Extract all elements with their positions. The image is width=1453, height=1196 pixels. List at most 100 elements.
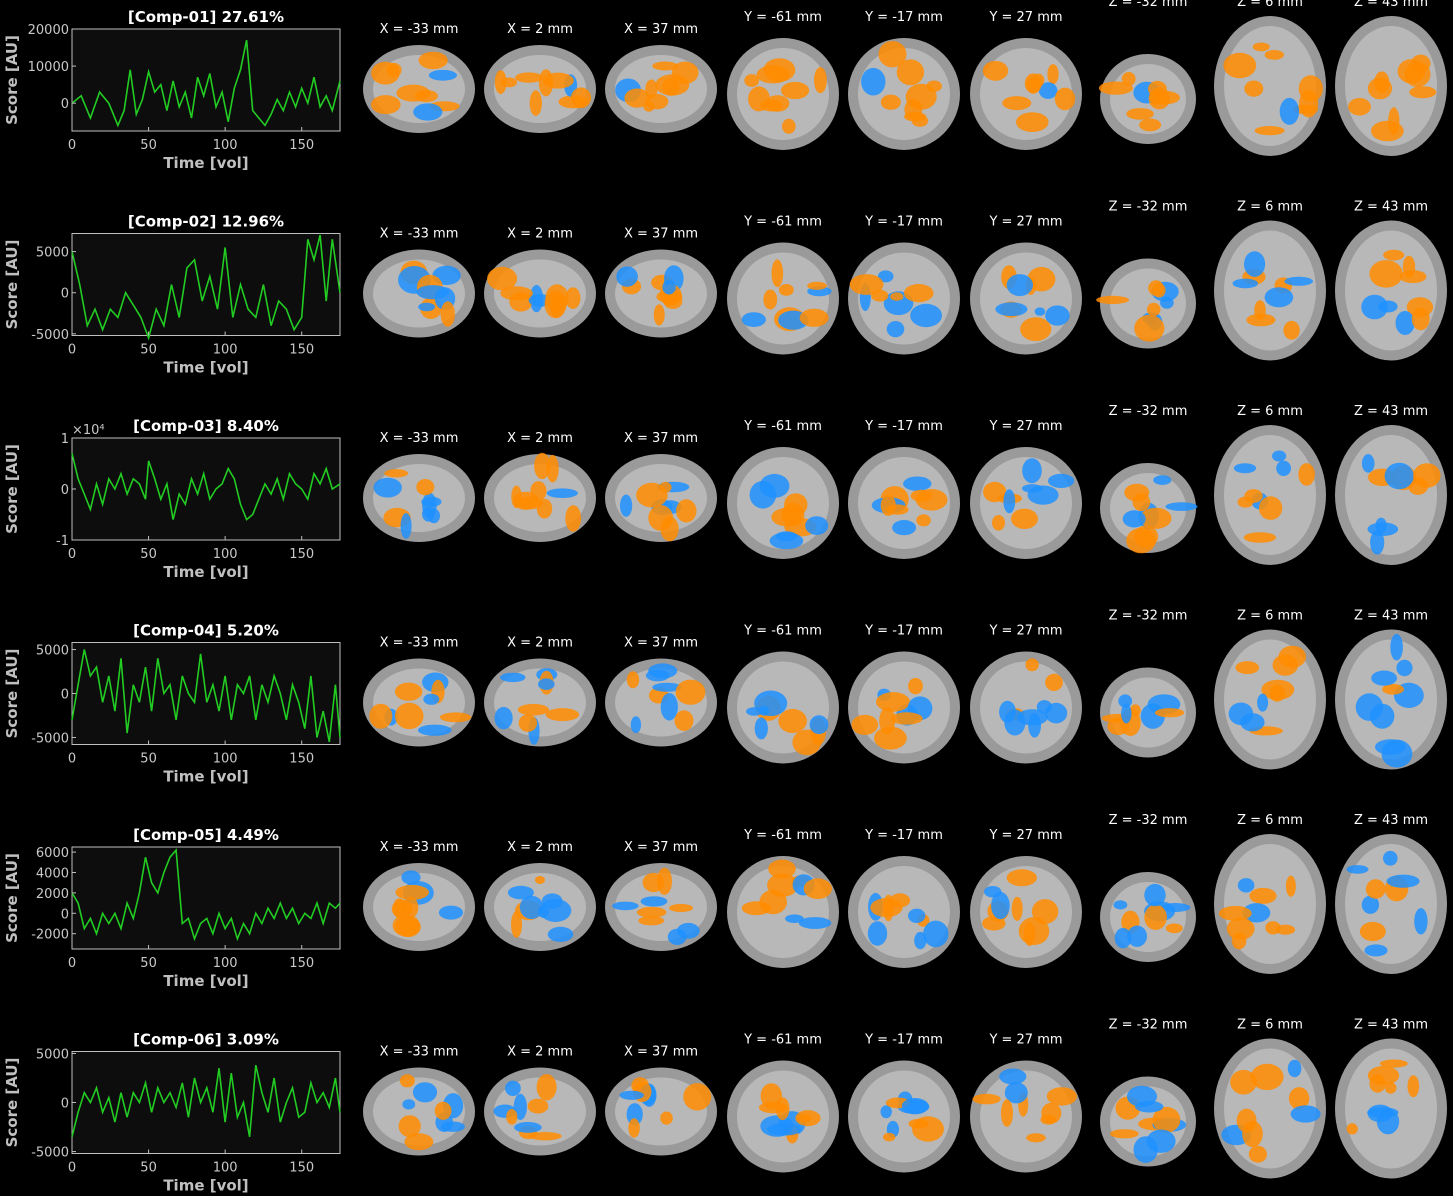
activation-blob-positive: [624, 88, 650, 108]
x-tick-label: 0: [68, 956, 76, 971]
activation-blob-positive: [1226, 917, 1255, 940]
activation-blob-positive: [535, 876, 545, 884]
activation-blob-positive: [1149, 90, 1180, 105]
activation-blob-positive: [744, 74, 760, 87]
activation-blob-positive: [1369, 260, 1403, 288]
activation-blob-positive: [534, 452, 551, 480]
activation-blob-positive: [880, 94, 901, 110]
activation-blob-positive: [771, 259, 784, 288]
slice-label: X = 37 mm: [624, 1045, 698, 1060]
component-title: [Comp-01] 27.61%: [128, 8, 284, 26]
slice-label: Y = -17 mm: [864, 10, 943, 25]
activation-blob-negative: [877, 270, 894, 283]
activation-blob-positive: [1237, 496, 1254, 508]
activation-blob-positive: [1046, 1087, 1077, 1106]
component-title: [Comp-06] 3.09%: [133, 1031, 279, 1049]
brain-slice-image: [363, 863, 475, 951]
slice-label: X = 2 mm: [507, 840, 573, 855]
brain-slice-image: [848, 856, 960, 968]
activation-blob-negative: [640, 896, 668, 907]
activation-blob-positive: [1121, 72, 1136, 86]
activation-blob-positive: [982, 60, 1009, 81]
brain-slice-image: [1214, 834, 1326, 974]
brain-slice-image: [727, 1060, 839, 1173]
slice-label: Y = -17 mm: [864, 419, 943, 434]
activation-blob-positive: [1278, 645, 1307, 668]
activation-blob-negative: [1371, 670, 1397, 686]
slice-label: Y = -61 mm: [743, 828, 822, 843]
x-tick-label: 100: [213, 138, 238, 153]
brain-slice-image: [1335, 425, 1447, 565]
brain-slice-image: [1100, 1076, 1196, 1167]
activation-blob-positive: [1148, 280, 1164, 296]
timecourse-line: [71, 453, 341, 521]
brain-slice-image: [727, 242, 839, 355]
x-axis-label: Time [vol]: [163, 359, 248, 377]
activation-blob-positive: [636, 906, 667, 918]
activation-blob-positive: [648, 505, 674, 531]
activation-blob-negative: [1390, 633, 1403, 661]
activation-blob-negative: [1367, 522, 1399, 536]
activation-blob-positive: [675, 679, 706, 705]
slice-label: Y = 27 mm: [988, 828, 1062, 843]
activation-blob-positive: [768, 859, 796, 879]
slice-label: Z = 43 mm: [1354, 0, 1428, 10]
activation-blob-negative: [1122, 510, 1146, 528]
brain-slice-image: [848, 38, 960, 150]
activation-blob-positive: [1110, 1129, 1139, 1139]
activation-blob-negative: [423, 693, 440, 705]
activation-blob-positive: [529, 90, 542, 116]
activation-blob-positive: [536, 1074, 557, 1101]
x-tick-label: 150: [289, 1161, 314, 1176]
activation-blob-positive: [544, 290, 567, 319]
activation-blob-positive: [1134, 314, 1165, 342]
activation-blob-positive: [878, 41, 907, 68]
activation-blob-positive: [814, 67, 827, 94]
activation-blob-positive: [1409, 86, 1437, 99]
brain-slice-image: [848, 242, 960, 355]
activation-blob-negative: [412, 1082, 438, 1103]
y-tick-label: 1: [61, 432, 69, 447]
activation-blob-positive: [1047, 64, 1059, 85]
x-tick-label: 50: [140, 138, 157, 153]
brain-slice-image: [848, 651, 960, 764]
activation-blob-positive: [767, 873, 799, 897]
activation-blob-negative: [400, 513, 412, 539]
x-tick-label: 0: [68, 343, 76, 358]
activation-blob-negative: [923, 920, 949, 948]
brain-slice-image: [1214, 629, 1326, 770]
component-title: [Comp-05] 4.49%: [133, 826, 279, 844]
activation-blob-positive: [416, 479, 435, 496]
activation-blob-negative: [1276, 460, 1291, 476]
brain-slice-image: [484, 863, 596, 951]
activation-blob-positive: [1346, 1123, 1358, 1135]
slice-label: X = 2 mm: [507, 636, 573, 651]
activation-blob-negative: [1114, 927, 1132, 949]
x-tick-label: 50: [140, 752, 157, 767]
brain-slice-image: [1214, 16, 1326, 156]
activation-blob-negative: [539, 899, 572, 922]
activation-blob-negative: [438, 905, 464, 920]
brain-slice-image: [484, 249, 596, 338]
activation-blob-negative: [1346, 865, 1369, 874]
y-tick-label: -2000: [31, 928, 69, 943]
activation-blob-negative: [616, 266, 638, 287]
activation-blob-positive: [1139, 507, 1172, 529]
slice-label: Y = 27 mm: [988, 419, 1062, 434]
activation-blob-negative: [1257, 693, 1269, 712]
slice-label: Y = 27 mm: [988, 10, 1062, 25]
activation-blob-positive: [516, 496, 543, 510]
activation-blob-positive: [1027, 267, 1056, 292]
x-axis-label: Time [vol]: [163, 972, 248, 990]
activation-blob-negative: [1006, 274, 1033, 297]
slice-label: Z = -32 mm: [1109, 1018, 1188, 1033]
slice-label: Z = 6 mm: [1237, 1018, 1303, 1033]
activation-blob-positive: [778, 708, 807, 734]
x-axis-label: Time [vol]: [163, 563, 248, 581]
activation-blob-positive: [912, 1116, 944, 1142]
slice-label: Z = 43 mm: [1354, 1018, 1428, 1033]
brain-slice-image: [484, 452, 596, 542]
y-tick-label: 0: [61, 287, 69, 302]
